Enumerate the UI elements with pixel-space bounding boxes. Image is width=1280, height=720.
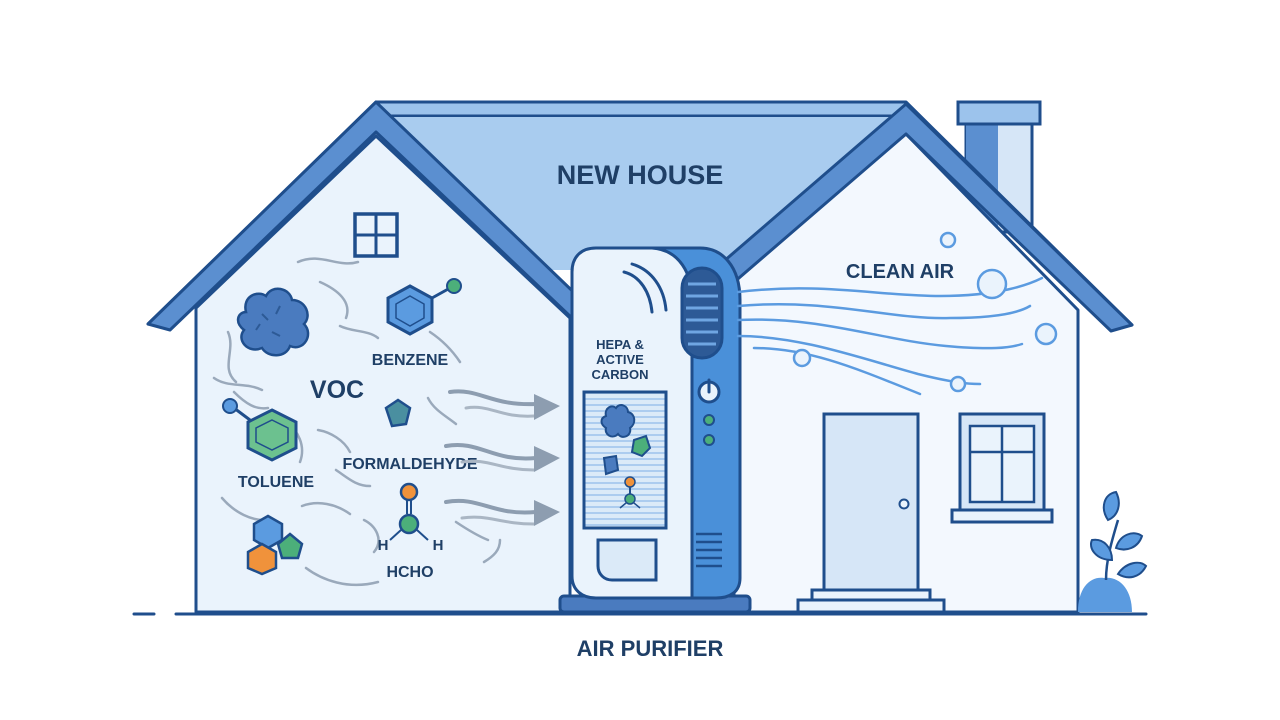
filter-label-line-3: CARBON [591, 367, 648, 382]
label-formaldehyde: FORMALDEHYDE [342, 456, 477, 473]
arrow-icon [444, 389, 560, 526]
door [796, 412, 946, 614]
purifier-caption: AIR PURIFIER [577, 636, 724, 661]
house-title: NEW HOUSE [557, 160, 724, 190]
window-icon [353, 212, 399, 258]
filter-label-line-2: ACTIVE [596, 352, 644, 367]
air-purifier-device [558, 246, 752, 614]
house-window [950, 412, 1054, 524]
bubble-icon [792, 231, 1058, 393]
label-benzene: BENZENE [372, 352, 449, 369]
molecule-cluster-icon [246, 514, 304, 576]
plant-icon [1078, 490, 1148, 612]
small-particle-icon [384, 398, 412, 428]
benzene-ring-icon [386, 278, 462, 336]
toluene-ring-icon [222, 398, 298, 462]
left-house [146, 100, 590, 614]
label-toluene: TOLUENE [238, 474, 314, 491]
label-atom-h-left: H [378, 537, 389, 554]
label-atom-h-right: H [433, 537, 444, 554]
power-icon [697, 378, 721, 404]
label-clean-air: CLEAN AIR [846, 261, 955, 283]
label-hcho: HCHO [386, 564, 433, 581]
filter-label-line-1: HEPA & [596, 337, 644, 352]
dust-particle-icon [236, 287, 310, 357]
molecule-icon [389, 482, 429, 541]
label-voc: VOC [310, 376, 364, 404]
